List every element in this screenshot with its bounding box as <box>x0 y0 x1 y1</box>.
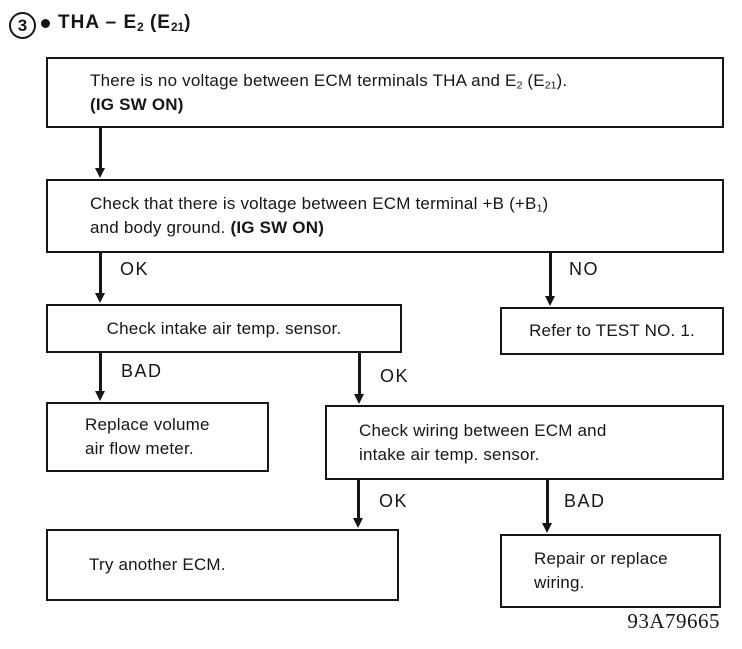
subscript: 21 <box>544 79 557 92</box>
subscript: 2 <box>137 20 144 34</box>
box-text-line: and body ground. (IG SW ON) <box>90 218 325 237</box>
step-number: 3 <box>17 15 28 35</box>
flow-box-replace-afm: Replace volume air flow meter. <box>46 402 269 472</box>
flow-box-check-wiring: Check wiring between ECM and intake air … <box>325 405 724 480</box>
box-text-line: Check wiring between ECM and <box>359 420 607 440</box>
box-text-line: (IG SW ON) <box>90 94 184 114</box>
box-text-line: Check that there is voltage between ECM … <box>90 194 549 215</box>
flow-box-check-sensor: Check intake air temp. sensor. <box>46 304 402 353</box>
arrow-ok-to-sensor <box>99 252 102 294</box>
box-text-line: There is no voltage between ECM terminal… <box>90 70 568 92</box>
arrow-bad-to-repair <box>546 479 549 524</box>
box-text-line: Replace volume <box>85 415 210 434</box>
box-text-line: Try another ECM. <box>89 555 226 574</box>
box-text-line: Repair or replace <box>534 549 668 568</box>
edge-label-ok: OK <box>120 259 150 279</box>
edge-label-bad: BAD <box>121 361 163 381</box>
flow-box-repair-wiring: Repair or replace wiring. <box>500 534 721 608</box>
bullet-icon <box>41 19 50 28</box>
box-text-line: Refer to TEST NO. 1. <box>529 321 695 340</box>
subscript: 1 <box>536 202 543 215</box>
arrow-ok-to-wiring <box>358 352 361 395</box>
arrow-no-to-refer <box>549 252 552 297</box>
flow-box-no-voltage: There is no voltage between ECM terminal… <box>46 57 724 128</box>
box-text-line: air flow meter. <box>85 439 194 458</box>
subscript: 2 <box>516 79 523 92</box>
box-text-line: wiring. <box>534 573 585 592</box>
arrow-ok-to-ecm <box>357 479 360 519</box>
box-text-line: intake air temp. sensor. <box>359 444 540 464</box>
edge-label-bad: BAD <box>564 491 606 511</box>
page-title: THA – E2 (E21) <box>58 12 192 34</box>
arrow-down <box>99 128 102 169</box>
step-number-badge: 3 <box>9 12 36 39</box>
box-text-line: Check intake air temp. sensor. <box>106 318 342 338</box>
flow-box-try-ecm: Try another ECM. <box>46 529 399 601</box>
flow-box-refer-test: Refer to TEST NO. 1. <box>500 307 724 355</box>
figure-code: 93A79665 <box>627 609 720 633</box>
edge-label-no: NO <box>569 259 599 279</box>
edge-label-ok: OK <box>379 491 409 511</box>
edge-label-ok: OK <box>380 366 410 386</box>
arrow-bad-to-replace <box>99 352 102 392</box>
flow-box-check-plusb: Check that there is voltage between ECM … <box>46 179 724 253</box>
subscript: 21 <box>170 20 185 34</box>
